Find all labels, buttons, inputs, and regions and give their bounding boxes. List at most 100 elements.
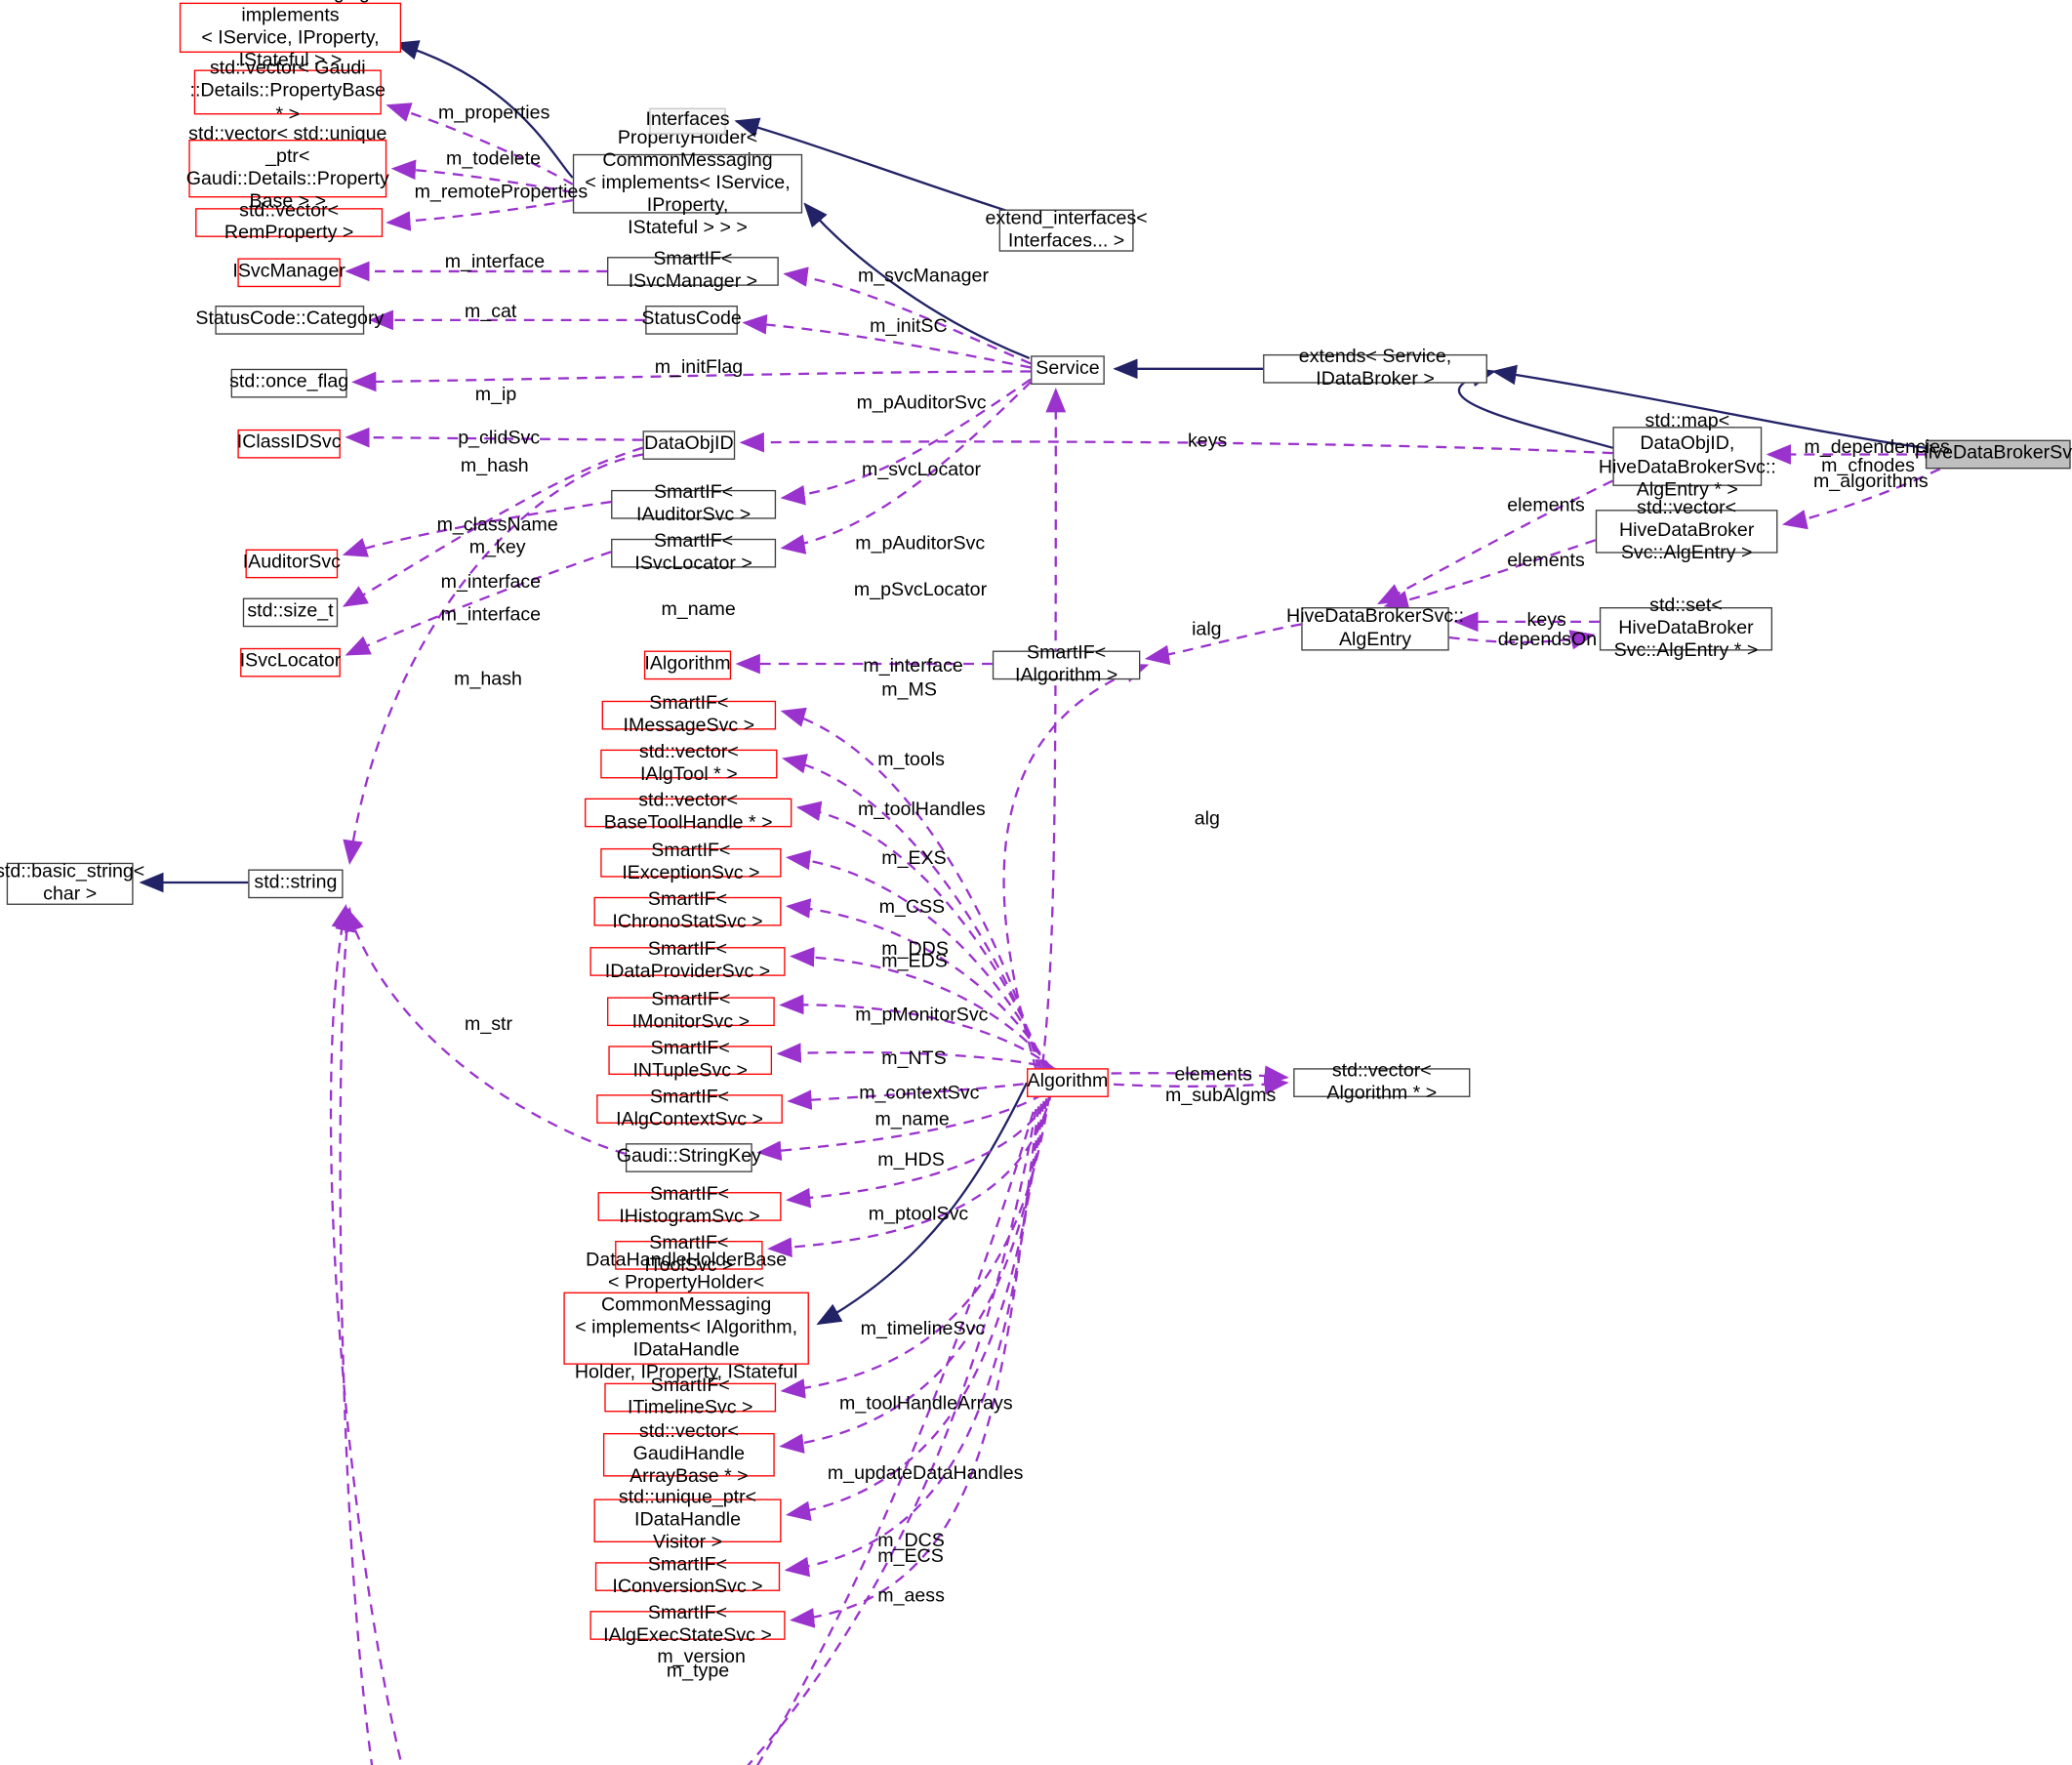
node-algorithm[interactable]: Algorithm xyxy=(1027,1068,1109,1097)
node-vector-gaudihandlearraybase[interactable]: std::vector< GaudiHandle ArrayBase * > xyxy=(602,1421,775,1487)
node-vector-algentry[interactable]: std::vector< HiveDataBroker Svc::AlgEntr… xyxy=(1595,498,1778,564)
edge-label-m-nts: m_NTS xyxy=(881,1048,947,1070)
node-vector-algorithm-ptr[interactable]: std::vector< Algorithm * > xyxy=(1293,1060,1471,1104)
edge-label-dependson: dependsOn xyxy=(1497,629,1598,651)
edge-label-m-eds: m_EDS xyxy=(881,951,948,972)
edge-label-m-subalgms: m_subAlgms xyxy=(1165,1085,1277,1107)
node-statuscode-category[interactable]: StatusCode::Category xyxy=(195,306,384,335)
node-smartif-ialgorithm[interactable]: SmartIF< IAlgorithm > xyxy=(992,642,1141,686)
edge-label-m-initsc: m_initSC xyxy=(870,315,948,338)
node-hivedatabrokersvc-algentry[interactable]: HiveDataBrokerSvc:: AlgEntry xyxy=(1286,606,1465,651)
edge-label-m-svcmanager: m_svcManager xyxy=(857,266,989,288)
node-smartif-itimelinesvc[interactable]: SmartIF< ITimelineSvc > xyxy=(604,1375,777,1418)
edge-label-ialg: ialg xyxy=(1192,619,1222,640)
edge-label-m-initflag: m_initFlag xyxy=(654,356,744,379)
edge-label-m-hds: m_HDS xyxy=(877,1149,945,1171)
edge-label-p-clidsvc: p_clidSvc xyxy=(458,428,541,450)
edge-label-keys-1: keys xyxy=(1188,431,1228,452)
edge-label-m-name-1: m_name xyxy=(661,598,736,621)
edge-label-m-svclocator: m_svcLocator xyxy=(862,459,982,481)
edge-label-m-contextsvc: m_contextSvc xyxy=(859,1083,980,1104)
node-std-size-t[interactable]: std::size_t xyxy=(242,597,339,628)
node-smartif-ichronostatsvc[interactable]: SmartIF< IChronoStatSvc > xyxy=(593,889,782,932)
node-hivedatabrokersvc[interactable]: HiveDataBrokerSvc xyxy=(1915,439,2072,470)
edge-label-m-todelete: m_todelete xyxy=(446,148,542,171)
edge-label-m-type: m_type xyxy=(666,1661,730,1682)
node-vector-unique-ptr-property-base[interactable]: std::vector< std::unique _ptr< Gaudi::De… xyxy=(185,123,389,213)
node-vector-ialgtool[interactable]: std::vector< IAlgTool * > xyxy=(600,741,778,785)
edge-label-m-str: m_str xyxy=(464,1013,513,1036)
edge-label-m-classname-m-key: m_className m_key xyxy=(436,514,558,558)
node-isvcmanager[interactable]: ISvcManager xyxy=(232,258,345,288)
edge-label-m-pauditorsvc-2: m_pAuditorSvc xyxy=(855,533,986,555)
node-set-algentry-ptr[interactable]: std::set< HiveDataBroker Svc::AlgEntry *… xyxy=(1599,595,1773,661)
node-iauditorsvc[interactable]: IAuditorSvc xyxy=(243,549,341,579)
edge-label-elements-2: elements xyxy=(1507,550,1585,572)
node-statuscode[interactable]: StatusCode xyxy=(641,306,742,335)
node-extend-interfaces[interactable]: extend_interfaces< Interfaces... > xyxy=(985,208,1148,252)
node-datahandleholderbase[interactable]: DataHandleHolderBase < PropertyHolder< C… xyxy=(563,1250,809,1406)
node-smartif-imessagesvc[interactable]: SmartIF< IMessageSvc > xyxy=(601,693,777,736)
edge-label-m-dcs: m_DCS xyxy=(877,1530,945,1552)
edge-label-m-dds: m_DDS xyxy=(881,939,949,961)
node-service[interactable]: Service xyxy=(1031,355,1105,385)
node-smartif-intuplesvc[interactable]: SmartIF< INTupleSvc > xyxy=(608,1038,773,1082)
edge-label-m-timelinesvc: m_timelineSvc xyxy=(860,1318,986,1340)
node-smartif-iconversionsvc[interactable]: SmartIF< IConversionSvc > xyxy=(594,1554,781,1598)
edge-label-m-exs: m_EXS xyxy=(881,847,947,870)
edge-label-m-toolhandlearrays: m_toolHandleArrays xyxy=(839,1393,1013,1416)
edge-label-m-hash-1: m_hash xyxy=(460,455,529,477)
edge-label-elements-1: elements xyxy=(1507,495,1585,516)
node-property-holder[interactable]: PropertyHolder< CommonMessaging < implem… xyxy=(572,128,803,238)
node-std-string[interactable]: std::string xyxy=(248,869,344,899)
node-ialgorithm[interactable]: IAlgorithm xyxy=(643,650,732,680)
edge-label-m-version: m_version xyxy=(657,1646,746,1668)
node-smartif-imonitorsvc[interactable]: SmartIF< IMonitorSvc > xyxy=(607,989,775,1033)
node-dataobjid[interactable]: DataObjID xyxy=(642,431,736,460)
edge-label-m-ms: m_MS xyxy=(881,679,937,701)
edge-label-m-properties: m_properties xyxy=(437,103,550,124)
edge-label-m-ptoolsvc: m_ptoolSvc xyxy=(868,1204,969,1225)
edge-label-m-pmonitorsvc: m_pMonitorSvc xyxy=(855,1005,989,1027)
node-smartif-ialgcontextsvc[interactable]: SmartIF< IAlgContextSvc > xyxy=(596,1087,783,1130)
node-smartif-iauditorsvc[interactable]: SmartIF< IAuditorSvc > xyxy=(611,482,777,525)
edge-label-m-ip: m_ip xyxy=(474,384,517,406)
edge-label-m-ecs: m_ECS xyxy=(877,1546,944,1568)
edge-label-m-hash-2: m_hash xyxy=(454,669,522,691)
edge-label-m-interface-3: m_interface xyxy=(440,604,542,626)
edge-label-m-toolhandles: m_toolHandles xyxy=(857,799,986,821)
node-extends-service-idatabroker[interactable]: extends< Service, IDataBroker > xyxy=(1263,347,1487,390)
node-vector-property-base[interactable]: std::vector< Gaudi ::Details::PropertyBa… xyxy=(189,58,386,125)
node-smartif-idataprovidersvc[interactable]: SmartIF< IDataProviderSvc > xyxy=(589,939,786,983)
edge-label-m-pauditorsvc-1: m_pAuditorSvc xyxy=(856,392,987,414)
node-vector-remproperty[interactable]: std::vector< RemProperty > xyxy=(195,200,384,244)
edge-label-m-interface-4: m_interface xyxy=(863,655,963,677)
edge-label-keys-2: keys xyxy=(1526,609,1566,632)
edge-label-m-aess: m_aess xyxy=(877,1585,945,1608)
node-vector-basetoolhandle[interactable]: std::vector< BaseToolHandle * > xyxy=(585,790,792,834)
edge-label-m-algorithms: m_algorithms xyxy=(1812,472,1929,493)
edge-label-m-cfnodes: m_cfnodes xyxy=(1821,455,1916,477)
edge-label-m-cat: m_cat xyxy=(464,301,517,323)
node-interfaces[interactable]: Interfaces xyxy=(645,107,730,135)
node-smartif-iexceptionsvc[interactable]: SmartIF< IExceptionSvc > xyxy=(600,841,782,883)
edge-label-m-remoteproperties: m_remoteProperties xyxy=(414,182,589,203)
edge-label-m-interface-1: m_interface xyxy=(444,251,546,273)
node-isvclocator[interactable]: ISvcLocator xyxy=(240,647,341,677)
node-common-messaging[interactable]: CommonMessaging< implements < IService, … xyxy=(179,0,402,71)
node-smartif-isvcmanager[interactable]: SmartIF< ISvcManager > xyxy=(607,249,779,293)
node-map-dataobjid-algentry[interactable]: std::map< DataObjID, HiveDataBrokerSvc::… xyxy=(1598,411,1776,501)
node-smartif-ihistogramsvc[interactable]: SmartIF< IHistogramSvc > xyxy=(597,1184,782,1228)
edge-label-m-css: m_CSS xyxy=(878,896,946,919)
node-unique-ptr-idatahandlevisitor[interactable]: std::unique_ptr< IDataHandle Visitor > xyxy=(593,1487,782,1553)
edge-label-elements-3: elements xyxy=(1174,1064,1253,1086)
node-std-once-flag[interactable]: std::once_flag xyxy=(229,368,348,398)
node-smartif-ialgexecstatesvc[interactable]: SmartIF< IAlgExecStateSvc > xyxy=(589,1603,786,1647)
node-smartif-isvclocator[interactable]: SmartIF< ISvcLocator > xyxy=(611,531,777,574)
node-gaudi-stringkey[interactable]: Gaudi::StringKey xyxy=(617,1143,761,1172)
node-iclassidsvc[interactable]: IClassIDSvc xyxy=(237,429,342,459)
edge-label-m-interface-2: m_interface xyxy=(440,571,542,594)
node-std-basic-string[interactable]: std::basic_string< char > xyxy=(0,861,145,905)
edge-label-m-name-2: m_name xyxy=(874,1109,950,1130)
